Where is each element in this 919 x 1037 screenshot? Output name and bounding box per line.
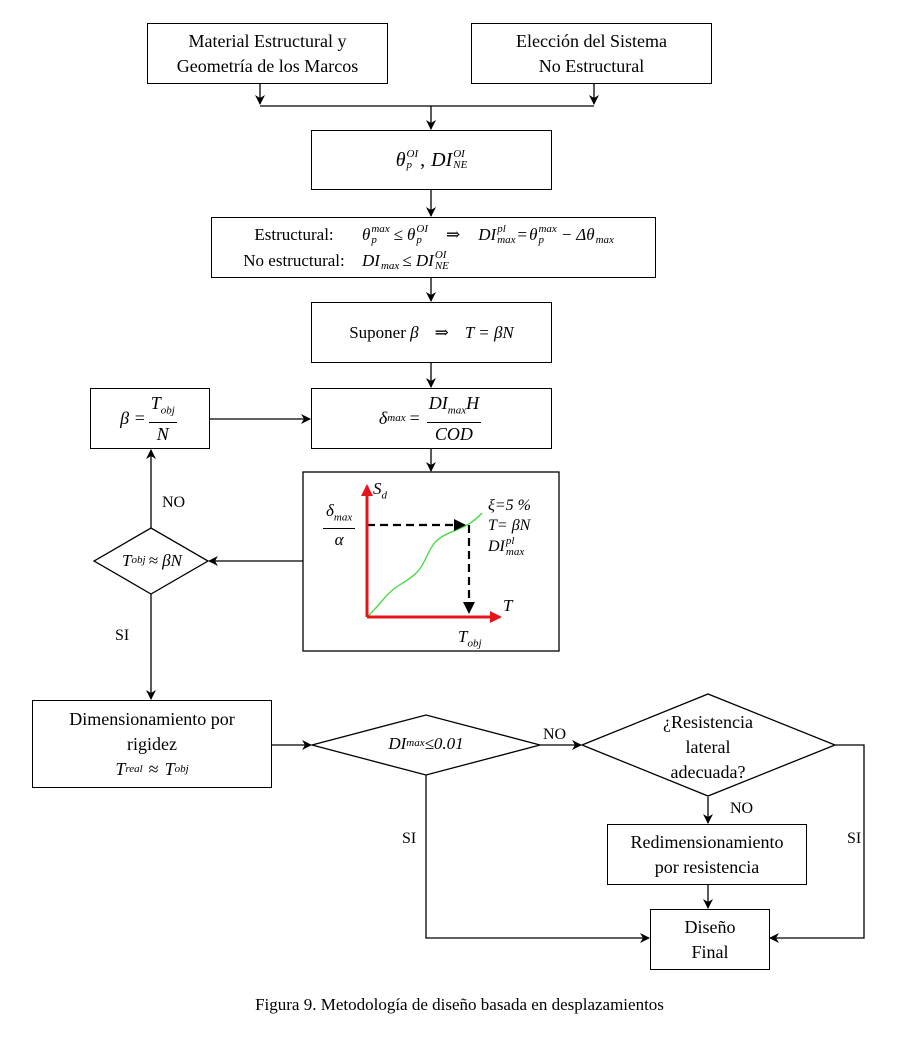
- spectrum-chart: [361, 484, 502, 623]
- chart-y-marker: δmax α: [320, 500, 358, 551]
- criteria-no-estructural-label: No estructural:: [243, 250, 345, 270]
- node-material-line1: Material Estructural y: [188, 30, 347, 51]
- edge-label-no-decision-DI: NO: [543, 726, 567, 743]
- criteria-estructural-label: Estructural:: [254, 224, 334, 244]
- node-suponer: Suponer β ⇒ T = βN: [311, 302, 552, 363]
- decision-resistencia-shape: [580, 693, 837, 797]
- decision-DI-shape: [309, 714, 543, 776]
- chart-x-axis-label: T: [503, 596, 513, 615]
- node-diseno-final: Diseño Final: [650, 909, 770, 970]
- decision-T-shape: [92, 527, 210, 595]
- edge-label-si-resistencia: SI: [847, 830, 862, 847]
- node-redimensionamiento: Redimensionamiento por resistencia: [607, 824, 807, 885]
- node-material: Material Estructural y Geometría de los …: [147, 23, 388, 84]
- edge-label-no-resistencia: NO: [730, 800, 754, 817]
- decision-resistencia-text: ¿Resistencia lateral adecuada?: [663, 712, 753, 782]
- chart-x-marker: Tobj: [458, 627, 482, 650]
- edge-label-si-decision-DI: SI: [402, 830, 417, 847]
- theta-symbol: θ: [395, 148, 406, 171]
- chart-y-axis-label: Sd: [373, 479, 387, 502]
- node-eleccion-line1: Elección del Sistema: [516, 30, 667, 51]
- edge-label-no-decision-T: NO: [162, 494, 186, 511]
- node-eleccion: Elección del Sistema No Estructural: [471, 23, 712, 84]
- node-eleccion-line2: No Estructural: [538, 55, 645, 76]
- spectrum-chart-frame: [302, 471, 560, 652]
- node-material-line2: Geometría de los Marcos: [176, 55, 359, 76]
- figure-caption: Figura 9. Metodología de diseño basada e…: [255, 995, 664, 1014]
- node-beta-update: β = Tobj N: [90, 388, 210, 449]
- di-symbol: DI: [431, 148, 453, 171]
- arrow-resistencia-si-to-final: [769, 744, 865, 943]
- arrow-di-si-to-final: [425, 775, 650, 943]
- edge-label-si-decision-T: SI: [115, 627, 130, 644]
